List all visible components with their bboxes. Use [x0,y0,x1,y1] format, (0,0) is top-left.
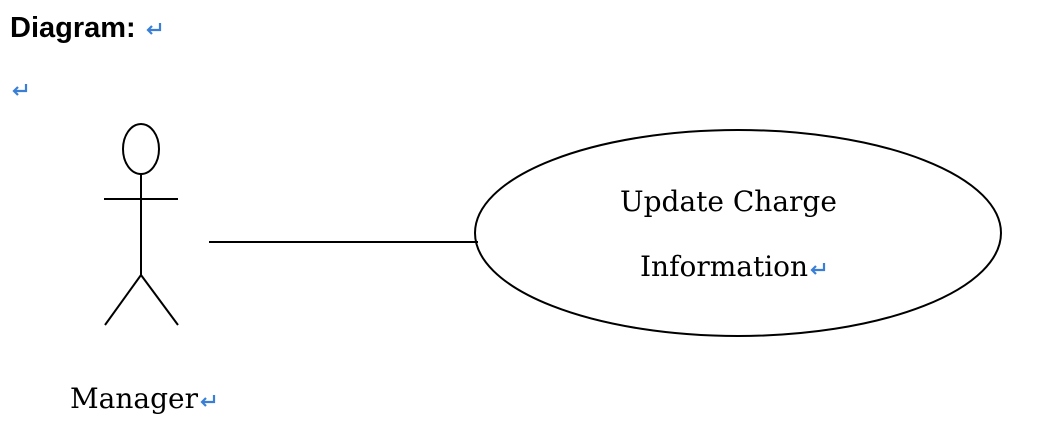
paragraph-return-icon [198,391,218,411]
paragraph-return-icon [144,19,164,39]
empty-paragraph [10,80,30,100]
actor-head [122,123,160,175]
heading-text: Diagram: [10,12,136,44]
actor-left-leg [104,274,142,326]
use-case-label-line1: Update Charge [620,185,837,218]
use-case-label-line2-wrap: Information [640,251,828,283]
use-case-label-line2: Information [640,250,809,283]
actor-right-leg [140,274,179,326]
paragraph-return-icon [808,259,828,279]
use-case-ellipse [474,129,1002,337]
paragraph-return-icon [10,80,30,100]
actor-label-wrap: Manager [70,382,218,416]
actor-figure [104,123,179,326]
section-heading: Diagram: [10,8,164,48]
actor-label: Manager [70,382,198,415]
